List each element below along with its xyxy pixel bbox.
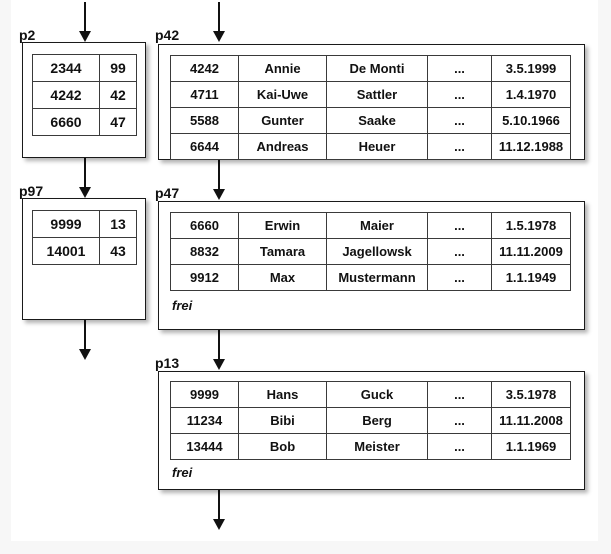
- cell-key: 4242: [170, 55, 239, 82]
- data-table-p13: 9999 Hans Guck ... 3.5.1978 11234 Bibi B…: [170, 381, 571, 460]
- cell-date: 11.12.1988: [491, 133, 571, 160]
- page-label-p2: p2: [19, 27, 36, 43]
- cell-key: 8832: [170, 238, 239, 265]
- cell-more: ...: [427, 381, 492, 408]
- cell-first: Annie: [238, 55, 327, 82]
- table-row: 14001 43: [32, 237, 137, 265]
- index-table-p2: 2344 99 4242 42 6660 47: [32, 54, 137, 136]
- cell-more: ...: [427, 264, 492, 291]
- page-box-p97: 9999 13 14001 43: [22, 198, 146, 320]
- cell-pointer: 99: [99, 54, 137, 82]
- cell-first: Tamara: [238, 238, 327, 265]
- data-table-p47: 6660 Erwin Maier ... 1.5.1978 8832 Tamar…: [170, 212, 571, 291]
- cell-more: ...: [427, 407, 492, 434]
- cell-date: 3.5.1978: [491, 381, 571, 408]
- cell-last: De Monti: [326, 55, 428, 82]
- cell-more: ...: [427, 433, 492, 460]
- page-box-p13: 9999 Hans Guck ... 3.5.1978 11234 Bibi B…: [158, 371, 585, 490]
- diagram-canvas: p2 2344 99 4242 42 6660 47 p97: [11, 0, 598, 541]
- cell-more: ...: [427, 55, 492, 82]
- cell-key: 9999: [32, 210, 100, 238]
- table-row: 2344 99: [32, 54, 137, 82]
- cell-more: ...: [427, 133, 492, 160]
- cell-key: 6660: [170, 212, 239, 239]
- table-row: 9999 13: [32, 210, 137, 238]
- page-label-p47: p47: [155, 185, 180, 201]
- cell-first: Bibi: [238, 407, 327, 434]
- cell-first: Kai-Uwe: [238, 81, 327, 108]
- page-label-p97: p97: [19, 183, 44, 199]
- index-table-p97: 9999 13 14001 43: [32, 210, 137, 265]
- table-row: 8832 Tamara Jagellowsk ... 11.11.2009: [170, 238, 571, 265]
- cell-last: Sattler: [326, 81, 428, 108]
- table-row: 6660 Erwin Maier ... 1.5.1978: [170, 212, 571, 239]
- cell-last: Guck: [326, 381, 428, 408]
- cell-key: 4711: [170, 81, 239, 108]
- table-row: 4242 Annie De Monti ... 3.5.1999: [170, 55, 571, 82]
- cell-last: Berg: [326, 407, 428, 434]
- cell-pointer: 47: [99, 108, 137, 136]
- page-box-p42: 4242 Annie De Monti ... 3.5.1999 4711 Ka…: [158, 44, 585, 160]
- cell-last: Saake: [326, 107, 428, 134]
- cell-first: Hans: [238, 381, 327, 408]
- cell-key: 4242: [32, 81, 100, 109]
- table-row: 4242 42: [32, 81, 137, 109]
- cell-key: 6644: [170, 133, 239, 160]
- cell-more: ...: [427, 81, 492, 108]
- table-row: 9999 Hans Guck ... 3.5.1978: [170, 381, 571, 408]
- page-box-p47: 6660 Erwin Maier ... 1.5.1978 8832 Tamar…: [158, 201, 585, 330]
- cell-key: 11234: [170, 407, 239, 434]
- cell-date: 11.11.2009: [491, 238, 571, 265]
- cell-key: 5588: [170, 107, 239, 134]
- cell-date: 1.1.1949: [491, 264, 571, 291]
- cell-date: 1.4.1970: [491, 81, 571, 108]
- table-row: 9912 Max Mustermann ... 1.1.1949: [170, 264, 571, 291]
- cell-date: 11.11.2008: [491, 407, 571, 434]
- page-label-p13: p13: [155, 355, 180, 371]
- free-space-label-p13: frei: [172, 465, 193, 480]
- cell-key: 13444: [170, 433, 239, 460]
- cell-last: Mustermann: [326, 264, 428, 291]
- data-table-p42: 4242 Annie De Monti ... 3.5.1999 4711 Ka…: [170, 55, 571, 160]
- free-space-label-p47: frei: [172, 298, 193, 313]
- cell-date: 1.5.1978: [491, 212, 571, 239]
- table-row: 13444 Bob Meister ... 1.1.1969: [170, 433, 571, 460]
- cell-key: 9912: [170, 264, 239, 291]
- cell-more: ...: [427, 238, 492, 265]
- cell-date: 3.5.1999: [491, 55, 571, 82]
- cell-pointer: 43: [99, 237, 137, 265]
- cell-key: 6660: [32, 108, 100, 136]
- cell-key: 2344: [32, 54, 100, 82]
- cell-date: 5.10.1966: [491, 107, 571, 134]
- table-row: 6660 47: [32, 108, 137, 136]
- table-row: 4711 Kai-Uwe Sattler ... 1.4.1970: [170, 81, 571, 108]
- cell-first: Andreas: [238, 133, 327, 160]
- table-row: 5588 Gunter Saake ... 5.10.1966: [170, 107, 571, 134]
- cell-first: Erwin: [238, 212, 327, 239]
- cell-last: Jagellowsk: [326, 238, 428, 265]
- table-row: 11234 Bibi Berg ... 11.11.2008: [170, 407, 571, 434]
- page-label-p42: p42: [155, 27, 180, 43]
- cell-key: 9999: [170, 381, 239, 408]
- cell-pointer: 13: [99, 210, 137, 238]
- cell-last: Heuer: [326, 133, 428, 160]
- cell-first: Gunter: [238, 107, 327, 134]
- cell-date: 1.1.1969: [491, 433, 571, 460]
- cell-first: Max: [238, 264, 327, 291]
- cell-more: ...: [427, 212, 492, 239]
- table-row: 6644 Andreas Heuer ... 11.12.1988: [170, 133, 571, 160]
- cell-pointer: 42: [99, 81, 137, 109]
- cell-last: Maier: [326, 212, 428, 239]
- cell-key: 14001: [32, 237, 100, 265]
- cell-more: ...: [427, 107, 492, 134]
- cell-first: Bob: [238, 433, 327, 460]
- page-box-p2: 2344 99 4242 42 6660 47: [22, 42, 146, 158]
- cell-last: Meister: [326, 433, 428, 460]
